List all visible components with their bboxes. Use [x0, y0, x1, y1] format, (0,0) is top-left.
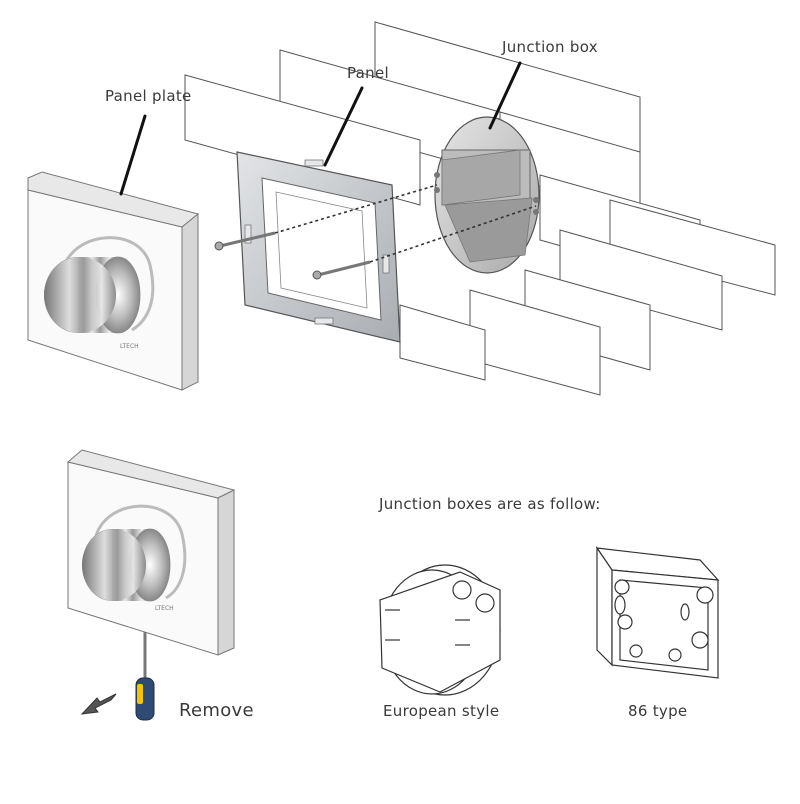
- dimmer-knob-icon: [44, 256, 141, 334]
- 86-type-junction-box: [595, 546, 720, 679]
- leader-lines: [119, 61, 522, 196]
- label-panel: Panel: [347, 64, 389, 82]
- label-european-style: European style: [383, 702, 500, 720]
- junction-box-installed: [434, 116, 540, 274]
- label-junction-box: Junction box: [502, 38, 598, 56]
- label-panel-plate: Panel plate: [105, 87, 192, 105]
- screwdriver-icon: [135, 632, 155, 721]
- svg-text:LTECH: LTECH: [155, 605, 174, 612]
- mounting-screws: [214, 184, 537, 280]
- brick-wall: [184, 21, 776, 396]
- mounting-frame: [236, 151, 401, 343]
- panel-plate-top: LTECH: [27, 171, 200, 391]
- label-remove: Remove: [179, 700, 254, 721]
- label-boxes-heading: Junction boxes are as follow:: [379, 495, 601, 513]
- remove-arrow-icon: [80, 693, 117, 715]
- label-86-type: 86 type: [628, 702, 688, 720]
- dimmer-knob-icon: [82, 528, 171, 602]
- panel-plate-bottom: LTECH: [66, 449, 236, 656]
- european-junction-box: [379, 564, 501, 696]
- svg-text:LTECH: LTECH: [120, 343, 139, 350]
